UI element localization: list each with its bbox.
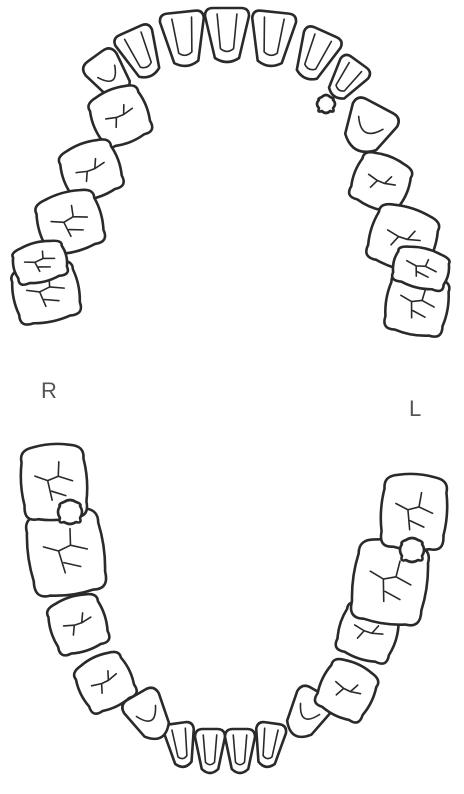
lower-molar-outline bbox=[58, 500, 82, 524]
upper-incisor-outline bbox=[205, 8, 249, 62]
upper-incisor-outline bbox=[247, 10, 296, 68]
lower-incisor-outline bbox=[225, 729, 255, 773]
upper-incisor-tooth bbox=[159, 10, 208, 68]
lower-molar-tooth bbox=[58, 500, 82, 524]
lower-incisor-tooth bbox=[195, 729, 225, 773]
upper-arch bbox=[7, 8, 453, 340]
lower-molar-tooth bbox=[400, 538, 424, 562]
upper-incisor-tooth bbox=[205, 8, 249, 62]
lower-incisor-tooth bbox=[251, 721, 287, 769]
upper-molar-tooth bbox=[317, 95, 335, 113]
lower-molar-outline bbox=[400, 538, 424, 562]
right-side-label: R bbox=[41, 380, 57, 402]
lower-incisor-outline bbox=[195, 729, 225, 773]
upper-molar-outline bbox=[317, 95, 335, 113]
left-side-label: L bbox=[409, 398, 421, 420]
lower-arch bbox=[18, 442, 449, 773]
lower-incisor-outline bbox=[251, 721, 287, 769]
upper-incisor-outline bbox=[159, 10, 208, 68]
lower-incisor-tooth bbox=[225, 729, 255, 773]
lower-premolar-tooth bbox=[43, 589, 114, 660]
upper-incisor-tooth bbox=[247, 10, 296, 68]
